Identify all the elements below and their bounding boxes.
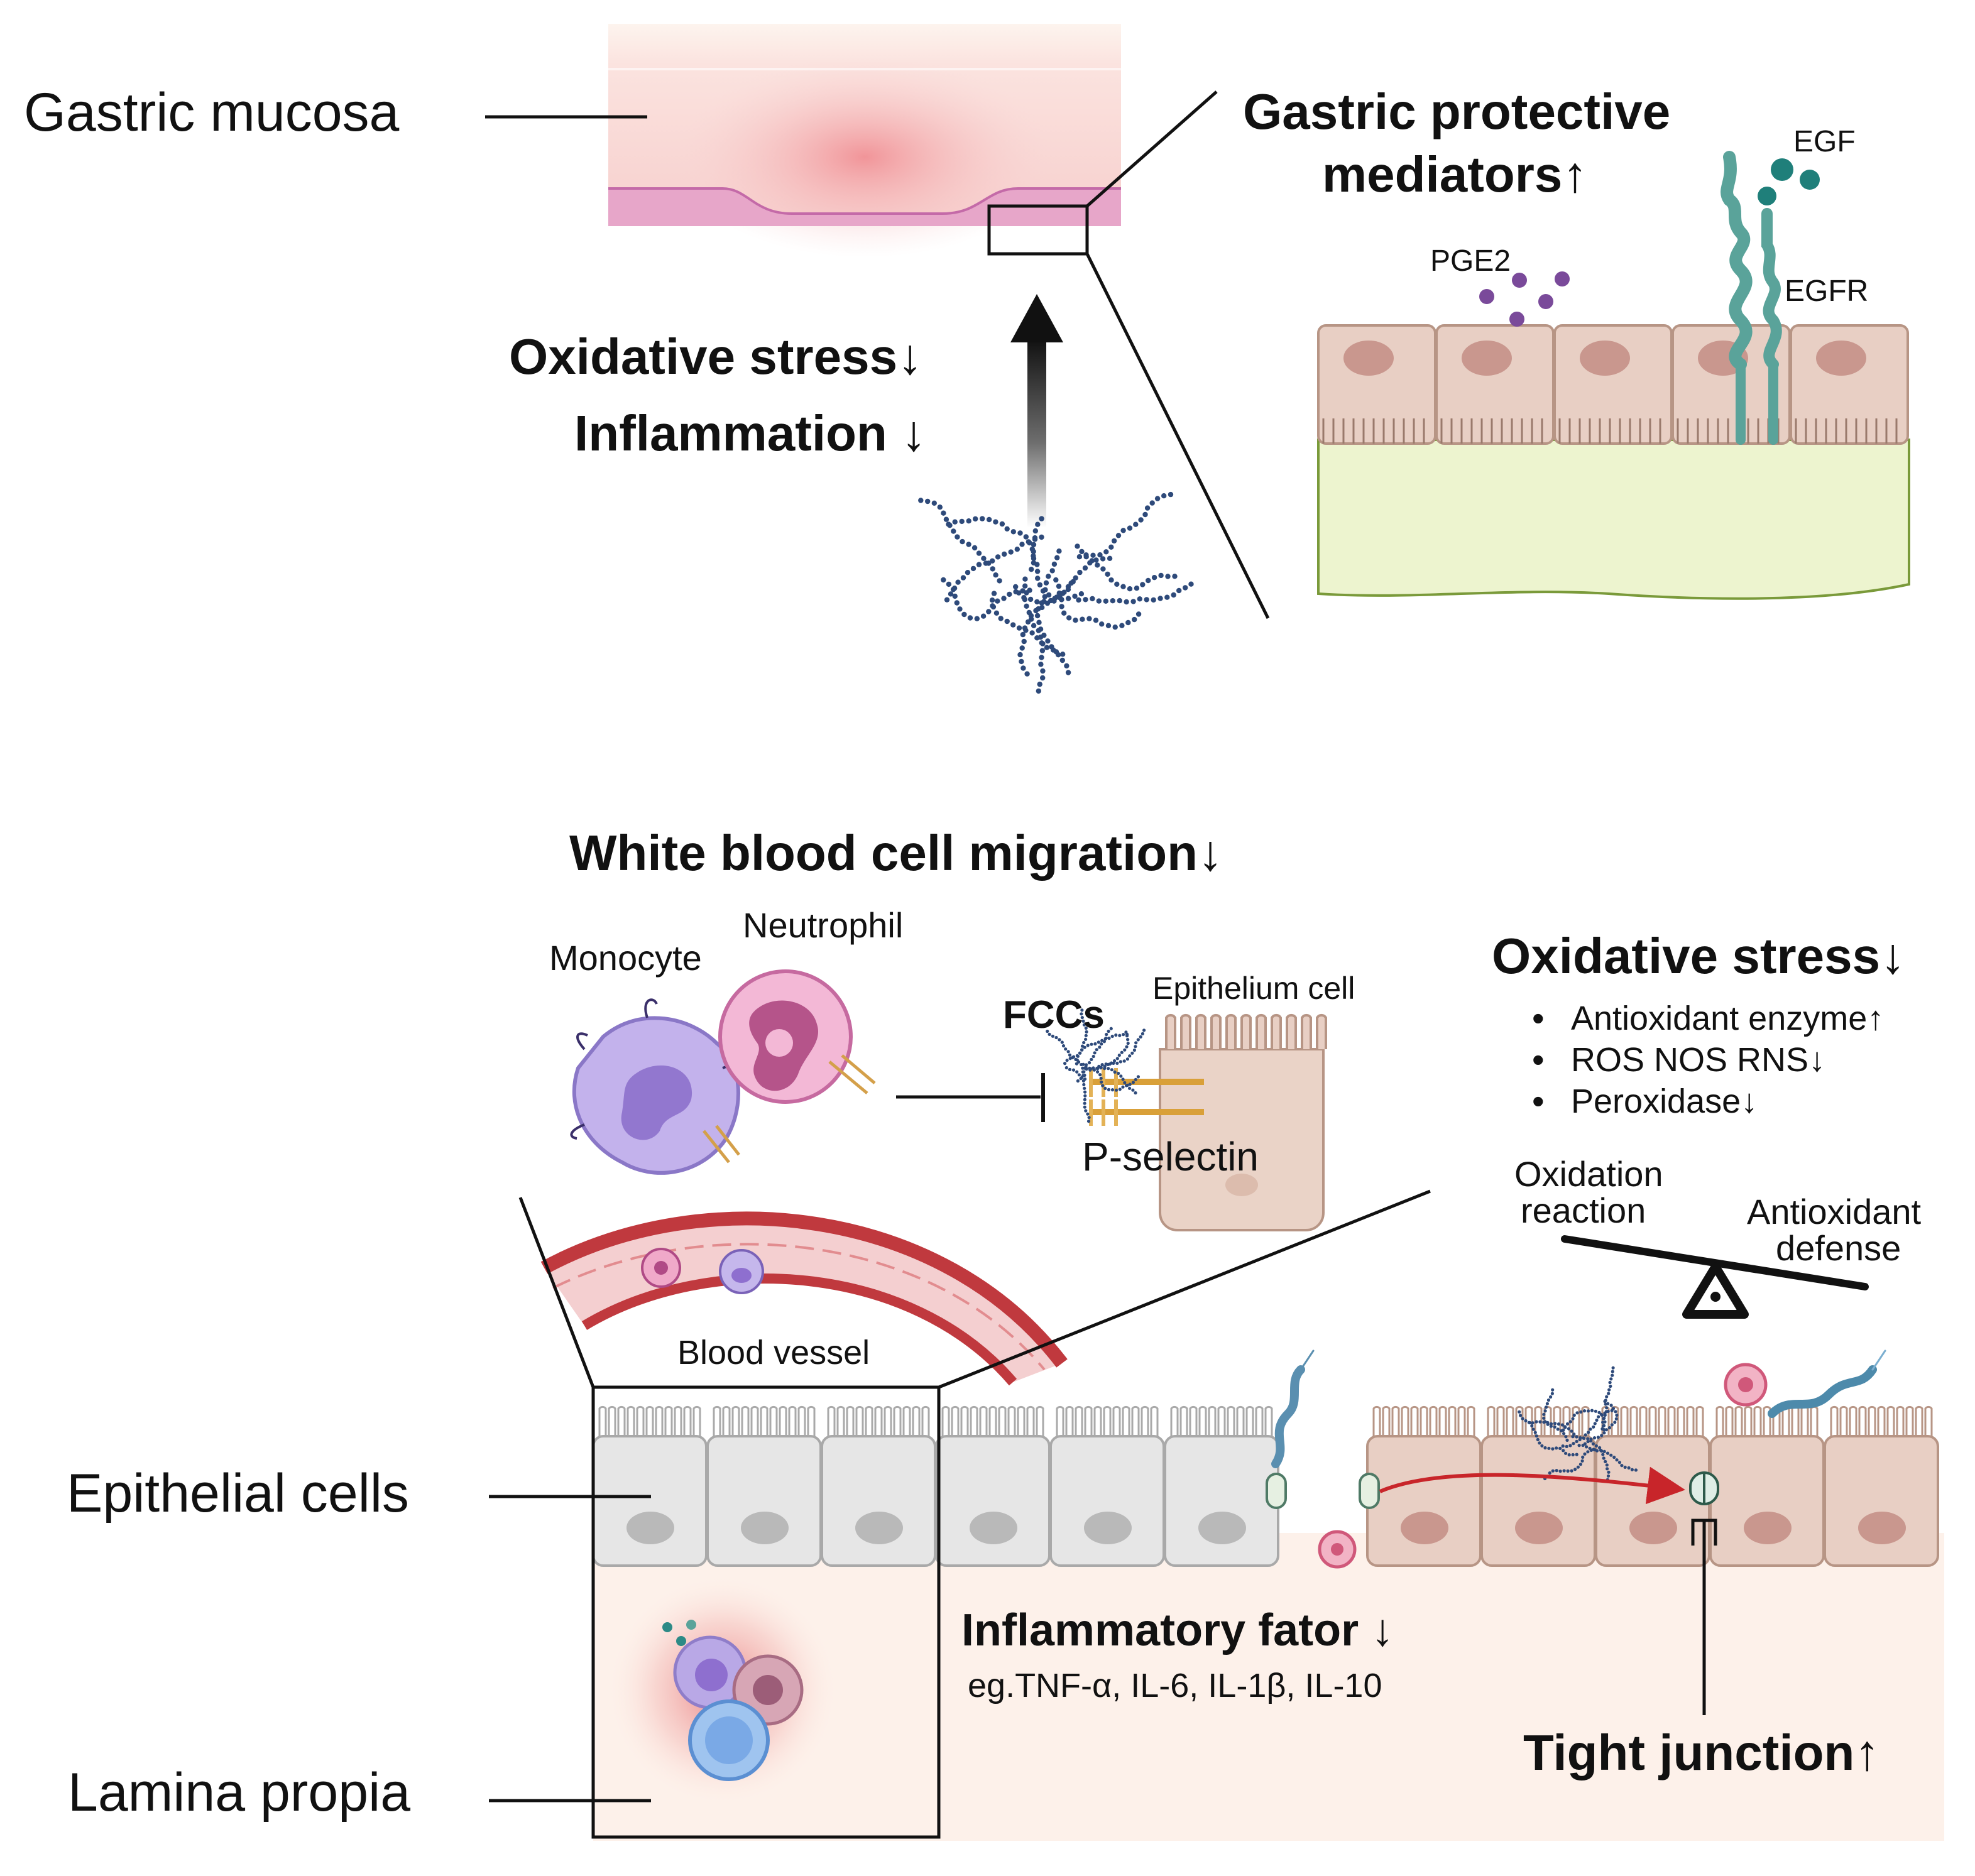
bottom-epithelial-layer xyxy=(592,1405,1939,1567)
top-epithelial-cell xyxy=(1790,324,1909,445)
p-selectin-icon xyxy=(1089,1068,1204,1126)
epithelial-cell xyxy=(1709,1405,1825,1567)
egfr-receptor-icon xyxy=(1721,151,1782,445)
zoomed-epithelium xyxy=(1317,324,1910,600)
neutrophil-label: Neutrophil xyxy=(743,905,904,945)
pge2-molecule-icon xyxy=(1479,271,1570,327)
top-epithelial-cell xyxy=(1435,324,1555,445)
inflammation-label: Inflammation ↓ xyxy=(574,405,927,461)
wbc-migration-label: White blood cell migration↓ xyxy=(569,825,1223,881)
tight-junction-label: Tight junction↑ xyxy=(1523,1725,1880,1781)
epithelial-cell xyxy=(592,1405,708,1567)
protective-title-line2: mediators↑ xyxy=(1322,146,1588,202)
zoom-line-lower xyxy=(1085,253,1270,619)
oxidation-reaction-line2: reaction xyxy=(1521,1191,1646,1230)
gastric-mucosa-tissue xyxy=(608,24,1121,258)
virus-icon xyxy=(1318,1363,1768,1569)
neutrophil-icon xyxy=(718,969,853,1104)
bullet-antioxidant-enzyme: Antioxidant enzyme↑ xyxy=(1532,998,1884,1039)
epithelial-cell xyxy=(821,1405,936,1567)
p-selectin-label: P-selectin xyxy=(1082,1134,1259,1179)
top-oxidative-stress-label: Oxidative stress↓ xyxy=(509,329,923,384)
junction-capsule-icon xyxy=(1266,1473,1380,1509)
fccs-label: FCCs xyxy=(1003,993,1105,1037)
polymer-fccs-mid-icon xyxy=(1046,1008,1146,1123)
protective-title-line1: Gastric protective xyxy=(1243,84,1671,139)
top-epithelial-cell xyxy=(1317,324,1436,445)
epithelial-cell xyxy=(1480,1405,1596,1567)
antioxidant-defense-line2: defense xyxy=(1776,1228,1901,1268)
gastric-mucosa-label: Gastric mucosa xyxy=(24,82,400,143)
red-arrow xyxy=(1379,1466,1685,1505)
polymer-fccs-bottom-icon xyxy=(1518,1366,1638,1481)
top-epithelial-cell xyxy=(1553,324,1673,445)
bullet-peroxidase: Peroxidase↓ xyxy=(1532,1081,1758,1121)
epithelium-cell-icon xyxy=(1159,1013,1327,1231)
egf-ligand-icon xyxy=(1758,158,1820,205)
epithelial-cell xyxy=(935,1405,1051,1567)
bottom-oxidative-stress-title: Oxidative stress↓ xyxy=(1492,928,1906,984)
egfr-label: EGFR xyxy=(1785,275,1869,308)
epithelial-cells-label: Epithelial cells xyxy=(67,1463,409,1524)
monocyte-label: Monocyte xyxy=(549,938,702,978)
zoom-box-top xyxy=(987,204,1089,256)
monocyte-icon xyxy=(570,998,740,1175)
bullet-ros-nos-rns: ROS NOS RNS↓ xyxy=(1532,1039,1825,1080)
polymer-fccs-top-icon xyxy=(918,491,1194,694)
epithelial-cell xyxy=(1049,1405,1165,1567)
zoom-line-upper xyxy=(1086,90,1218,207)
zoom-line-vessel-right xyxy=(938,1189,1431,1389)
epithelial-cell xyxy=(1366,1405,1482,1567)
bacteria-icon xyxy=(1271,1350,1886,1468)
immune-cells-cluster-icon xyxy=(610,1577,836,1803)
egf-label: EGF xyxy=(1793,125,1856,158)
zoom-line-vessel-left xyxy=(518,1197,595,1388)
zoom-box-bottom xyxy=(591,1385,941,1839)
inflammatory-factor-label: Inflammatory fator ↓ xyxy=(961,1605,1394,1655)
lamina-propia-label: Lamina propia xyxy=(68,1762,411,1823)
antioxidant-defense-line1: Antioxidant xyxy=(1747,1192,1922,1231)
blood-vessel xyxy=(540,1211,1068,1386)
upward-arrow xyxy=(1010,294,1063,528)
epithelial-cell xyxy=(706,1405,822,1567)
epithelium-cell-label: Epithelium cell xyxy=(1152,971,1355,1006)
pge2-label: PGE2 xyxy=(1430,244,1511,278)
oxidation-reaction-line1: Oxidation xyxy=(1514,1154,1663,1194)
blood-vessel-label: Blood vessel xyxy=(677,1334,870,1372)
tight-junction-icon xyxy=(1689,1471,1719,1715)
cytokines-label: eg.TNF-α, IL-6, IL-1β, IL-10 xyxy=(968,1667,1382,1704)
epithelial-cell xyxy=(1164,1405,1279,1567)
selectin-ligand-icon xyxy=(703,1054,876,1164)
epithelial-cell xyxy=(1824,1405,1939,1567)
balance-scale-icon xyxy=(1561,1235,1869,1319)
